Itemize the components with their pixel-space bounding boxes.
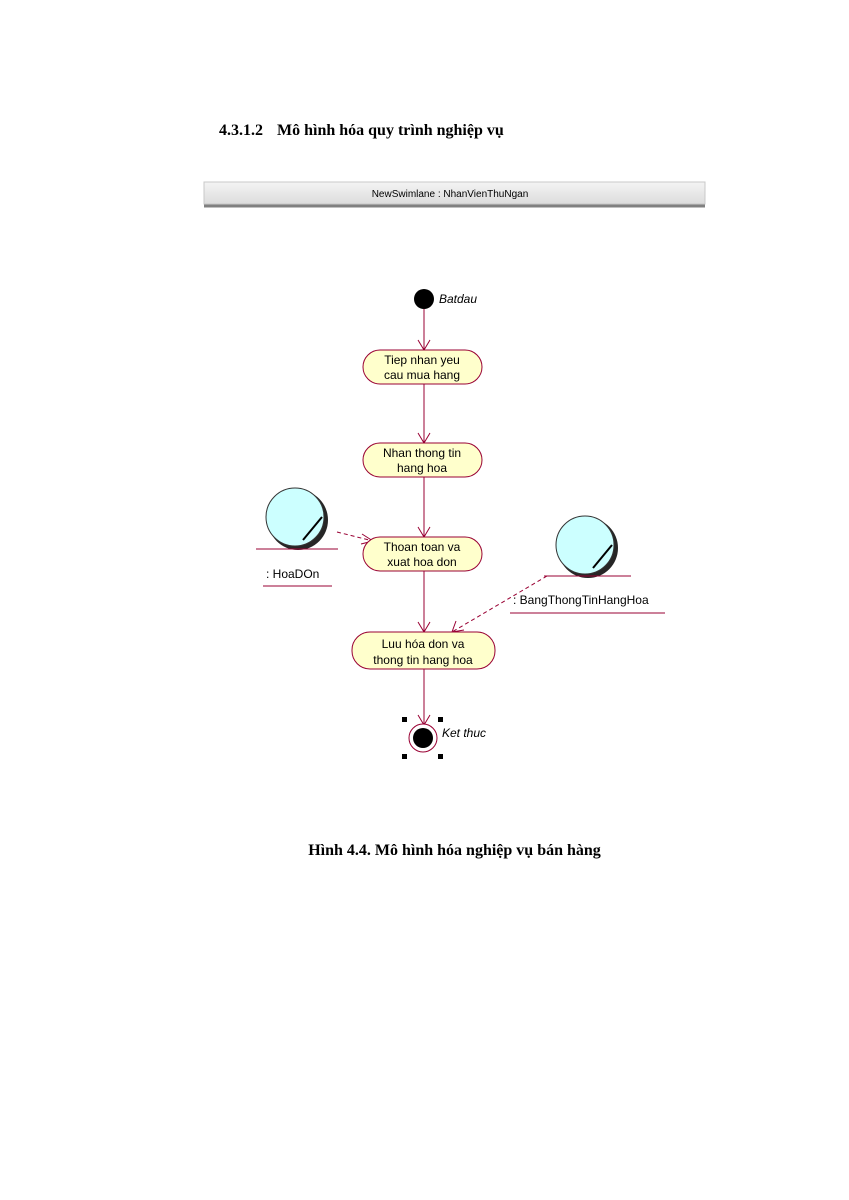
activity-3-line-1: Thoan toan va: [384, 540, 461, 554]
activity-4-line-1: Luu hóa don va: [382, 637, 465, 651]
section-title: Mô hình hóa quy trình nghiệp vụ: [277, 122, 504, 139]
section-number: 4.3.1.2: [219, 122, 263, 139]
end-node-label: Ket thuc: [442, 726, 486, 740]
object-bangthongtin-stroke-icon: [592, 544, 613, 569]
object-hoadon-stroke-icon: [302, 516, 323, 541]
object-hoadon: : HoaDOn: [256, 487, 338, 587]
swimlane-header: NewSwimlane : NhanVienThuNgan: [203, 181, 706, 208]
activity-4-box: [351, 631, 496, 670]
end-node-dot: [413, 728, 433, 748]
end-node: Ket thuc: [402, 717, 486, 759]
activity-2: Nhan thong tin hang hoa: [362, 442, 483, 478]
object-bangthongtinhanghoa: : BangThongTinHangHoa: [510, 515, 665, 614]
selection-handle-top-left: [402, 717, 407, 722]
activity-3-box: [362, 536, 483, 572]
figure-caption: Hình 4.4. Mô hình hóa nghiệp vụ bán hàng: [308, 842, 601, 859]
object-bangthongtin-circle: [555, 515, 615, 575]
start-node: Batdau: [414, 289, 477, 309]
activity-3-line-2: xuat hoa don: [387, 555, 456, 569]
activity-4-line-2: thong tin hang hoa: [373, 653, 473, 667]
start-node-label: Batdau: [439, 292, 477, 306]
selection-handle-top-right: [438, 717, 443, 722]
section-heading: 4.3.1.2 Mô hình hóa quy trình nghiệp vụ: [219, 122, 504, 140]
selection-handle-bottom-right: [438, 754, 443, 759]
start-node-dot: [414, 289, 434, 309]
activity-4: Luu hóa don va thong tin hang hoa: [351, 631, 496, 670]
activity-1-box: [362, 349, 483, 385]
object-hoadon-circle: [265, 487, 325, 547]
activity-2-line-1: Nhan thong tin: [383, 446, 461, 460]
swimlane-title: NewSwimlane : NhanVienThuNgan: [372, 189, 529, 200]
swimlane-header-bar: [203, 181, 706, 205]
activity-1-line-2: cau mua hang: [384, 368, 460, 382]
object-flow-bangthongtin: [451, 575, 548, 633]
selection-handle-bottom-left: [402, 754, 407, 759]
activity-2-box: [362, 442, 483, 478]
activity-2-line-2: hang hoa: [397, 461, 447, 475]
object-hoadon-label: : HoaDOn: [266, 567, 319, 581]
activity-1-line-1: Tiep nhan yeu: [384, 353, 460, 367]
object-flow-hoadon: [336, 531, 374, 542]
activity-1: Tiep nhan yeu cau mua hang: [362, 349, 483, 385]
object-bangthongtin-label: : BangThongTinHangHoa: [513, 593, 649, 607]
activity-3: Thoan toan va xuat hoa don: [362, 536, 483, 572]
